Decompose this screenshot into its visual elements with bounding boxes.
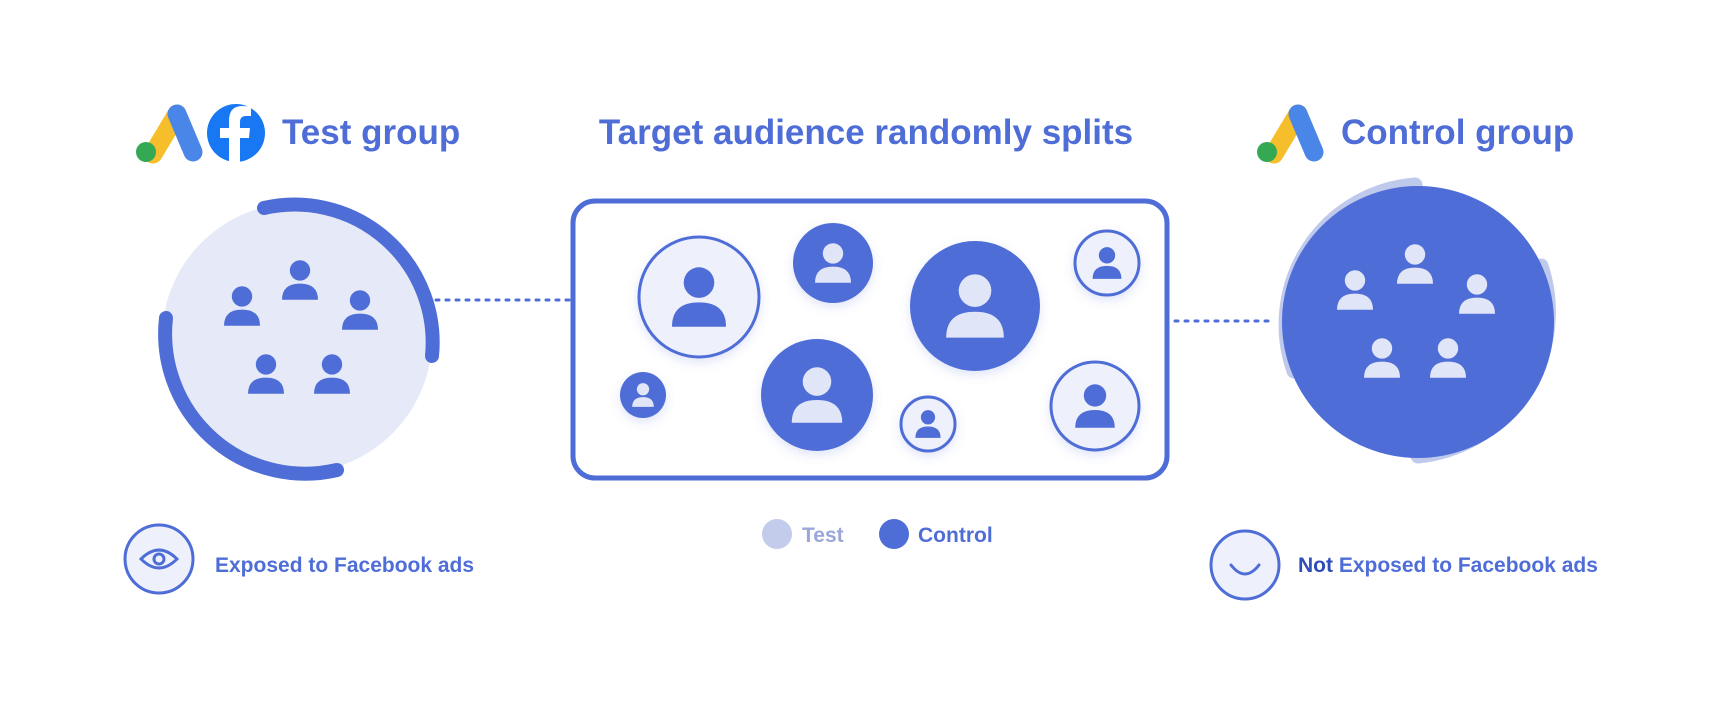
audience-member-test (899, 395, 957, 453)
audience-member-test (637, 235, 761, 359)
audience-member-control (793, 223, 873, 303)
control-group-circle (1278, 177, 1556, 464)
legend-test-label: Test (802, 524, 844, 547)
control-group-caption-text: Not Exposed to Facebook ads (1298, 554, 1598, 577)
target-audience-box (570, 198, 1170, 481)
control-group-header: Control group (1257, 104, 1574, 164)
test-group-header: Test group (136, 104, 460, 164)
smile-icon (1209, 529, 1281, 601)
test-group-caption-text: Exposed to Facebook ads (215, 554, 474, 577)
legend: Test Control (762, 519, 993, 549)
center-title: Target audience randomly splits (599, 113, 1133, 152)
audience-member-control (910, 241, 1040, 371)
google-ads-logo (1257, 104, 1324, 164)
caption-rest: Exposed to Facebook ads (1333, 554, 1598, 577)
caption-not: Not (1298, 554, 1333, 577)
control-group-title: Control group (1341, 113, 1574, 152)
legend-control-swatch (879, 519, 909, 549)
control-group-caption: Not Exposed to Facebook ads (1209, 529, 1598, 601)
test-group-circle (158, 197, 440, 481)
audience-member-control (761, 339, 873, 451)
test-group-title: Test group (282, 113, 460, 152)
audience-member-test (1049, 360, 1141, 452)
google-ads-logo (136, 104, 203, 164)
audience-member-test (1073, 229, 1141, 297)
test-group-caption: Exposed to Facebook ads (123, 523, 474, 595)
facebook-logo (207, 104, 265, 163)
eye-icon (123, 523, 195, 595)
legend-control-label: Control (918, 524, 993, 547)
audience-member-control (620, 372, 666, 418)
legend-test-swatch (762, 519, 792, 549)
